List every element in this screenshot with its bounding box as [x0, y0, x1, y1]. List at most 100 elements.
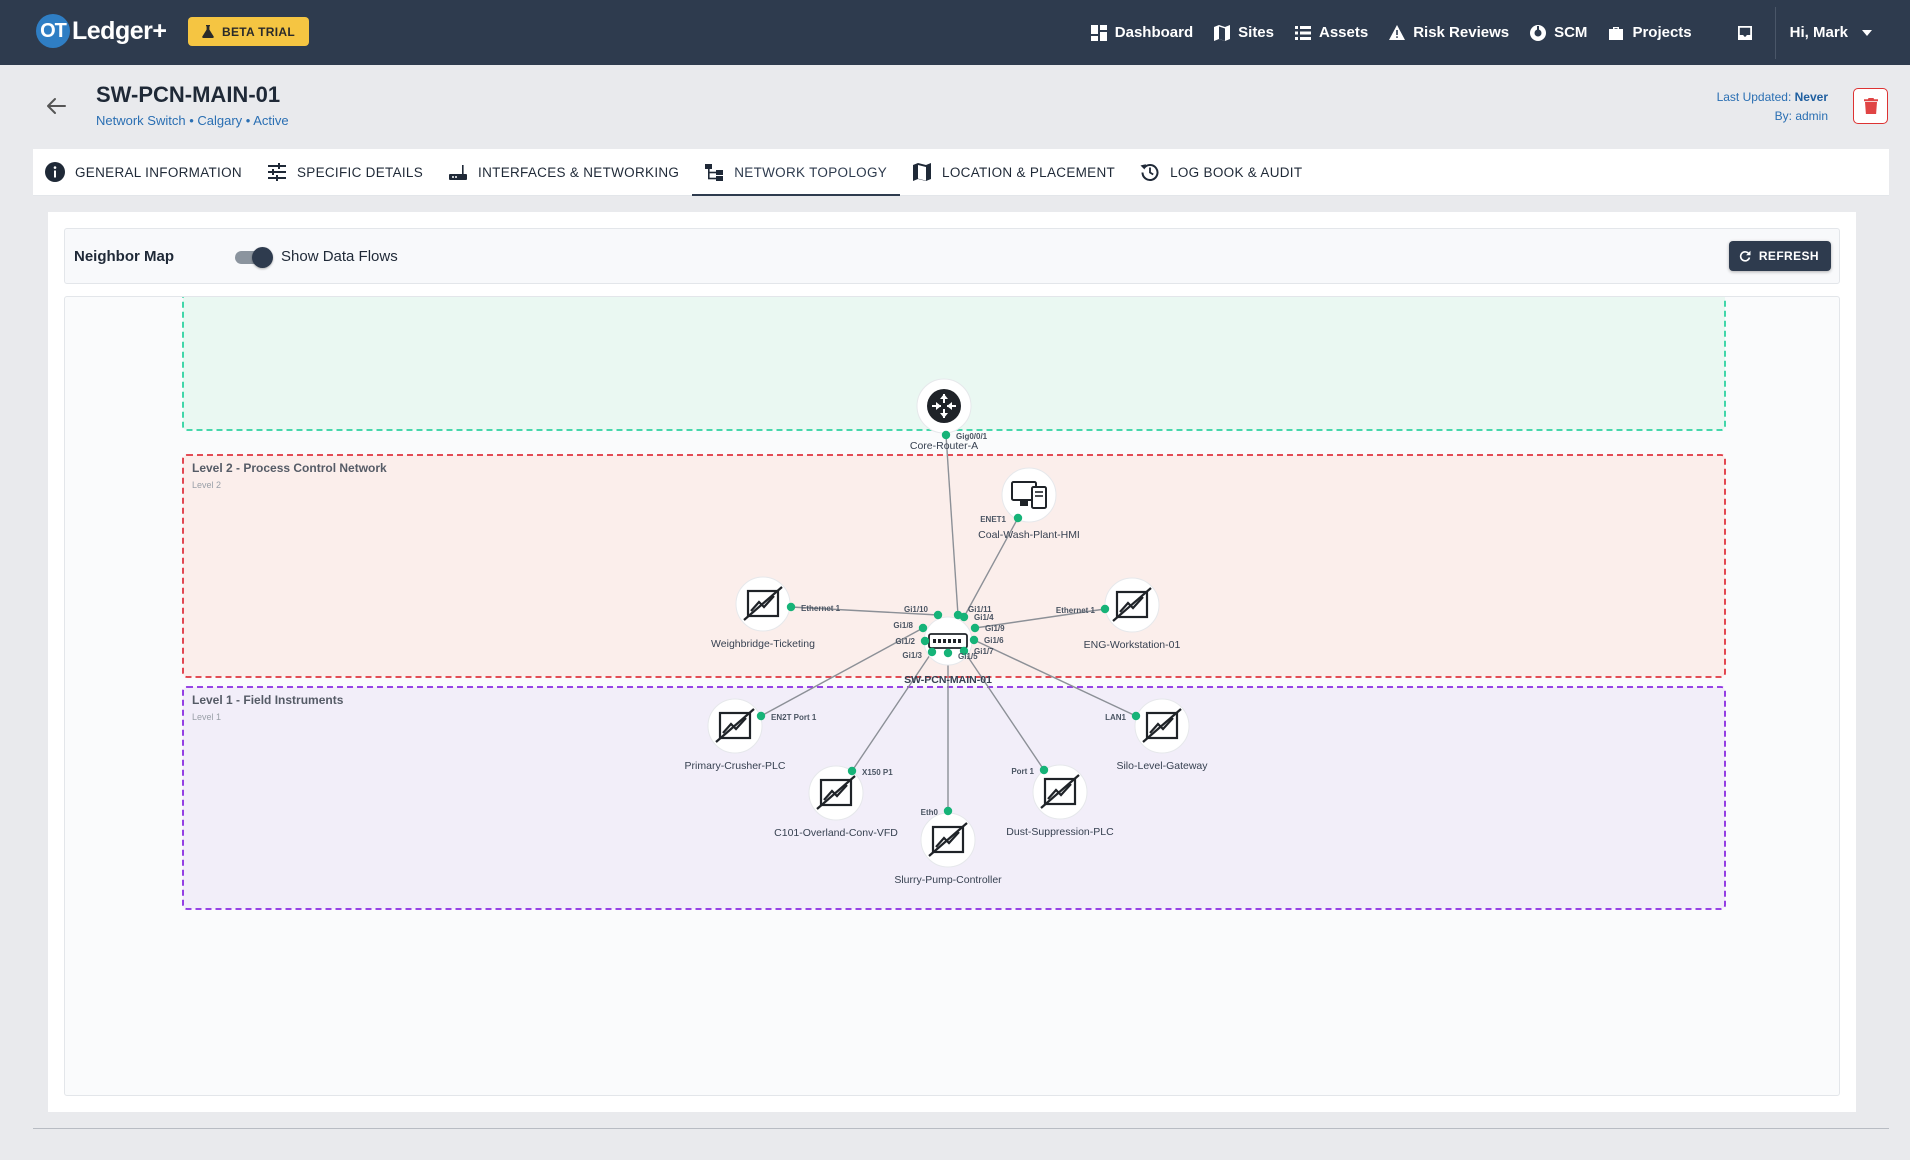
user-greeting: Hi, Mark: [1789, 24, 1848, 41]
neighbor-port-label: Gig0/0/1: [956, 432, 988, 441]
node-bubble: [1001, 467, 1057, 523]
port-dot[interactable]: [943, 806, 953, 816]
tab-network-topology[interactable]: NETWORK TOPOLOGY: [692, 149, 900, 196]
port-dot[interactable]: [1013, 513, 1023, 523]
port-dot[interactable]: [918, 623, 928, 633]
port-dot[interactable]: [970, 623, 980, 633]
port-dot[interactable]: [969, 635, 979, 645]
brand-logo-mark: OT: [36, 14, 70, 48]
node-dust-suppression-plc[interactable]: Dust-Suppression-PLC: [1006, 764, 1114, 838]
node-coal-wash-plant-hmi[interactable]: Coal-Wash-Plant-HMI: [978, 467, 1080, 541]
switch-port: [943, 639, 946, 643]
tab-log-book-audit[interactable]: LOG BOOK & AUDIT: [1140, 149, 1315, 195]
port-dot[interactable]: [959, 612, 969, 622]
switch-port: [948, 639, 951, 643]
center-port-label: Gi1/6: [984, 636, 1004, 645]
pc-tower: [1031, 486, 1047, 509]
zone-level2: [182, 454, 1726, 678]
port-dot[interactable]: [941, 430, 951, 440]
nav-dashboard[interactable]: Dashboard: [1090, 24, 1194, 41]
router-arrowhead: [940, 394, 948, 399]
nav-scm[interactable]: SCM: [1530, 24, 1587, 41]
link-weighbridge-ticketing: [790, 606, 939, 616]
list-icon: [1295, 25, 1311, 40]
port-dot[interactable]: [786, 602, 796, 612]
monitor-stand: [1020, 500, 1028, 506]
nav-sites[interactable]: Sites: [1214, 24, 1274, 41]
node-slurry-pump-controller[interactable]: Slurry-Pump-Controller: [894, 812, 1002, 886]
port-dot[interactable]: [1039, 765, 1049, 775]
map-icon: [1214, 24, 1231, 41]
neighbor-port-label: Ethernet 1: [801, 604, 841, 613]
nav-sites-label: Sites: [1238, 24, 1274, 41]
nav-assets[interactable]: Assets: [1295, 24, 1368, 41]
port-dot[interactable]: [943, 648, 953, 658]
tab-interfaces-networking-label: INTERFACES & NETWORKING: [478, 164, 680, 180]
node-eng-workstation-01[interactable]: ENG-Workstation-01: [1084, 577, 1181, 651]
neighbor-port-label: LAN1: [1105, 713, 1126, 722]
center-port-label: Gi1/11: [968, 605, 992, 614]
router-icon: [927, 389, 961, 423]
tab-location-placement-label: LOCATION & PLACEMENT: [942, 164, 1116, 180]
node-primary-crusher-plc[interactable]: Primary-Crusher-PLC: [685, 698, 786, 772]
refresh-button[interactable]: REFRESH: [1728, 241, 1831, 271]
top-navbar: OT Ledger+ BETA TRIAL Dashboard Sites As…: [0, 0, 1910, 65]
port-dot[interactable]: [847, 766, 857, 776]
asset-subtitle: Network Switch • Calgary • Active: [96, 113, 289, 128]
notifications-button[interactable]: [1737, 25, 1753, 41]
node-label: Slurry-Pump-Controller: [894, 874, 1002, 886]
chevron-down-icon: [1862, 29, 1872, 36]
router-arrowhead: [947, 402, 952, 410]
port-dot[interactable]: [927, 647, 937, 657]
tab-general-information[interactable]: GENERAL INFORMATION: [45, 149, 255, 195]
center-port-label: Gi1/10: [904, 605, 929, 614]
back-arrow-icon[interactable]: [45, 95, 67, 117]
briefcase-icon: [1609, 26, 1624, 40]
device-frame: [718, 711, 752, 740]
port-dot[interactable]: [920, 636, 930, 646]
node-silo-level-gateway[interactable]: Silo-Level-Gateway: [1116, 698, 1208, 772]
center-port-label: Gi1/9: [985, 624, 1005, 633]
nav-risk-reviews[interactable]: Risk Reviews: [1389, 24, 1509, 41]
tab-interfaces-networking[interactable]: INTERFACES & NETWORKING: [448, 149, 692, 195]
device-frame: [746, 589, 780, 618]
zone-level1: [182, 686, 1726, 910]
center-port-label: Gi1/4: [974, 613, 994, 622]
port-dot[interactable]: [1131, 711, 1141, 721]
node-c101-overland-conv-vfd[interactable]: C101-Overland-Conv-VFD: [774, 765, 898, 839]
zone-subtitle-level2: Level 2: [192, 480, 221, 490]
brand-logo[interactable]: OT Ledger+: [36, 14, 167, 48]
port-dot[interactable]: [959, 646, 969, 656]
switch-port: [938, 639, 941, 643]
node-label: Coal-Wash-Plant-HMI: [978, 529, 1080, 541]
nav-projects[interactable]: Projects: [1608, 24, 1692, 41]
port-dot[interactable]: [933, 610, 943, 620]
dashboard-icon: [1090, 24, 1107, 41]
node-core-router-a[interactable]: Core-Router-A: [910, 378, 978, 452]
nav-dashboard-label: Dashboard: [1114, 24, 1194, 41]
last-updated-info: Last Updated: Never By: admin: [1717, 88, 1828, 126]
refresh-label: REFRESH: [1758, 249, 1819, 263]
user-menu[interactable]: Hi, Mark: [1790, 24, 1872, 41]
center-port-label: Gi1/3: [902, 651, 922, 660]
link-core-router-a: [945, 434, 959, 616]
device-slash: [928, 822, 968, 857]
node-label: C101-Overland-Conv-VFD: [774, 827, 898, 839]
port-dot[interactable]: [1100, 604, 1110, 614]
router-arrowhead: [940, 413, 948, 418]
neighbor-port-label: Ethernet 1: [1056, 606, 1096, 615]
center-port-label: Gi1/7: [974, 647, 994, 656]
delete-asset-button[interactable]: [1853, 88, 1888, 124]
tab-location-placement[interactable]: LOCATION & PLACEMENT: [912, 149, 1128, 195]
device-frame: [819, 778, 853, 807]
show-data-flows-toggle[interactable]: [235, 247, 273, 268]
device-slash: [1112, 587, 1152, 622]
asset-tabs: GENERAL INFORMATION SPECIFIC DETAILS INT…: [33, 149, 1889, 196]
node-weighbridge-ticketing[interactable]: Weighbridge-Ticketing: [711, 576, 815, 650]
nav-projects-label: Projects: [1632, 24, 1692, 41]
map-icon: [913, 163, 932, 181]
port-dot[interactable]: [756, 711, 766, 721]
tab-specific-details[interactable]: SPECIFIC DETAILS: [267, 149, 436, 195]
